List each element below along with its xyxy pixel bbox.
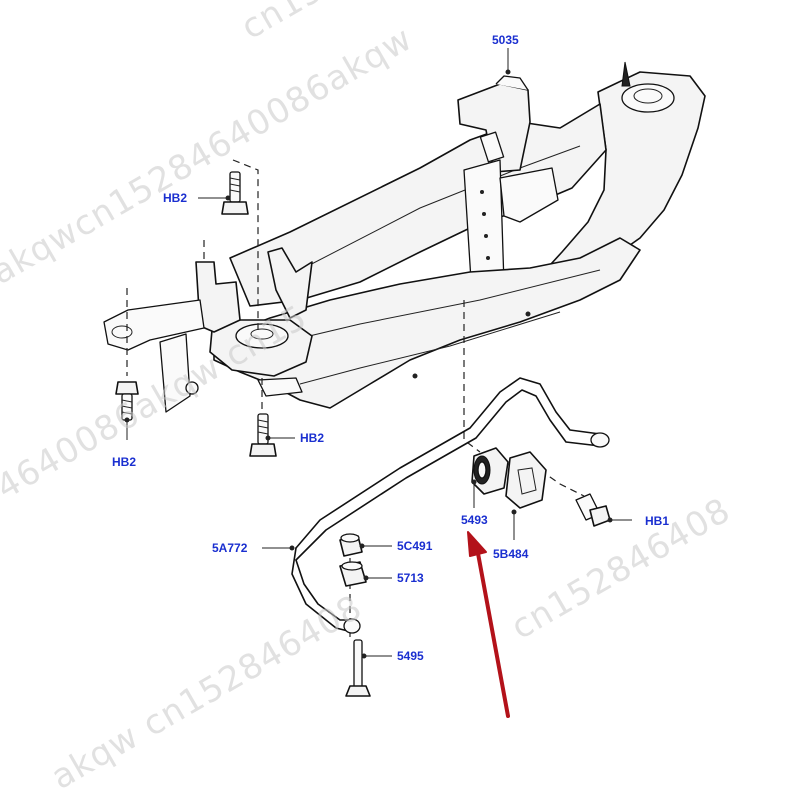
callout-link-bolt: 5495 [397,649,424,663]
callout-bushing-clamp: 5B484 [493,547,529,561]
left-mount-cup [235,323,289,349]
callout-link-bushing: 5713 [397,571,424,585]
stabilizer-bar-eye [590,432,610,448]
right-mount-inner [633,88,663,104]
link-bushing [339,561,367,587]
left-lower-nut [185,381,199,395]
stabilizer-bar-link-eye [343,618,361,634]
callout-bushing: 5493 [461,513,488,527]
bushing-clamp [505,451,547,509]
left-outer-hole [111,325,133,339]
left-mount-inner [250,328,274,340]
left-outer-plate [103,299,205,351]
assembly-line-upper-left [232,159,259,330]
left-lower-leg [159,333,191,413]
stabilizer-bar-end-outer [291,547,353,633]
stabilizer-bar [291,377,610,634]
right-mount-cup [621,83,675,113]
right-locating-pin [621,61,631,87]
stabilizer-bar-end-inner [295,559,353,621]
callout-bolt-lower-left: HB2 [112,455,136,469]
left-mount-lower-pad [257,377,303,397]
stabilizer-bar-outer [295,377,601,549]
callout-link-upper: 5C491 [397,539,433,553]
bracket-top-tab [495,75,529,91]
callouts: 5035 HB2 HB2 HB2 HB1 5493 5B484 5A772 5C… [112,33,669,663]
pointer-arrow [467,531,510,718]
assembly-line-right-bolt [539,469,585,497]
callout-bolt-upper-left: HB2 [163,191,187,205]
callout-bolt-lower-center: HB2 [300,431,324,445]
subframe-left-strut [267,247,313,319]
link-bolt [345,639,371,697]
stabilizer-bar-inner [295,389,601,561]
callout-stabilizer-bar: 5A772 [212,541,248,555]
bolt-lower-left [115,381,139,421]
bolt-lower-center [249,413,277,457]
lower-rail-holes [412,311,531,379]
leader-lines [124,48,632,659]
lower-rail-crease-2 [299,311,561,385]
bolt-upper-left [221,171,249,215]
bracket-slot [479,131,505,163]
subframe [103,61,706,413]
bolt-right [575,493,611,527]
watermark-line: cn152846408 [505,490,738,648]
callout-frame: 5035 [492,33,519,47]
callout-bolt-right: HB1 [645,514,669,528]
link-upper [339,533,363,557]
watermark-line: akqw cn152846408 [45,587,370,797]
bushing [471,447,509,495]
subframe-gusset [499,167,559,223]
